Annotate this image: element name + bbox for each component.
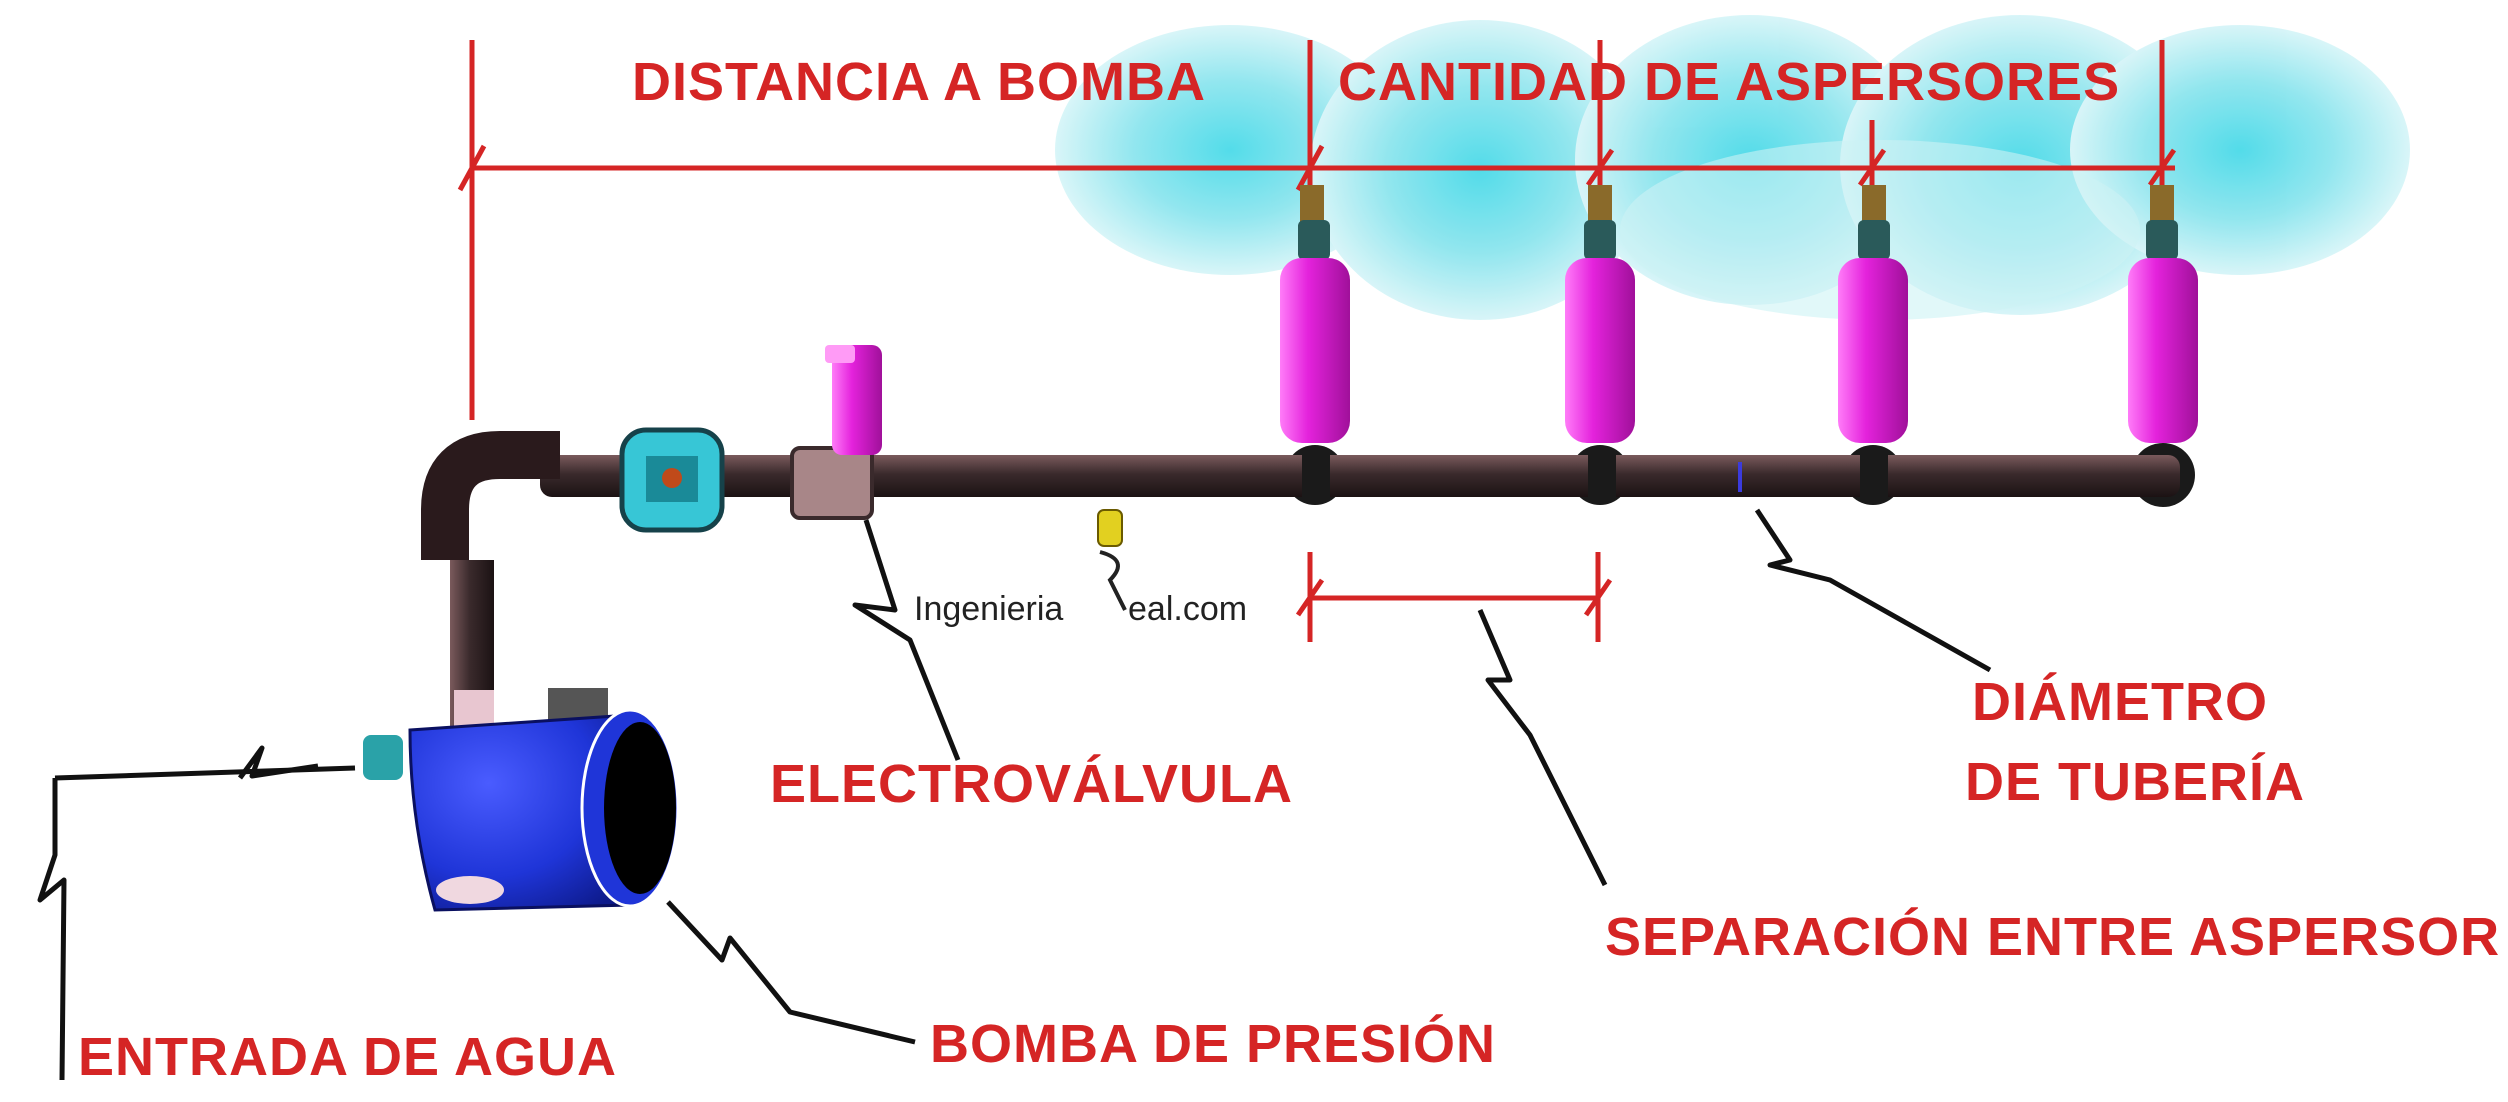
filter-coupling	[619, 427, 725, 533]
pressure-pump	[363, 688, 680, 912]
label-solenoid-valve: ELECTROVÁLVULA	[770, 754, 1293, 814]
label-distance-to-pump: DISTANCIA A BOMBA	[632, 52, 1206, 112]
main-pipe	[540, 452, 2180, 500]
watermark-r-glyph	[1099, 550, 1127, 611]
watermark: Ingenieria eal.com	[914, 509, 1247, 628]
distance-dimension-line	[457, 40, 2175, 420]
pointer-arrows	[37, 508, 1992, 1081]
label-pressure-pump: BOMBA DE PRESIÓN	[930, 1014, 1496, 1074]
sprinkler-count-ticks	[1585, 40, 2177, 200]
label-sprinkler-spacing: SEPARACIÓN ENTRE ASPERSOR	[1605, 907, 2500, 967]
inlet-riser-pipe	[421, 431, 560, 764]
label-water-inlet: ENTRADA DE AGUA	[78, 1027, 617, 1087]
watermark-text-left: Ingenieria	[914, 590, 1063, 628]
solenoid-valve	[790, 345, 882, 520]
label-pipe-diameter-line2: DE TUBERÍA	[1965, 752, 2305, 812]
label-sprinkler-count: CANTIDAD DE ASPERSORES	[1338, 52, 2120, 112]
label-pipe-diameter-line1: DIÁMETRO	[1972, 672, 2268, 732]
spacing-dimension-line	[1295, 552, 1613, 642]
watermark-text-right: eal.com	[1128, 590, 1247, 628]
